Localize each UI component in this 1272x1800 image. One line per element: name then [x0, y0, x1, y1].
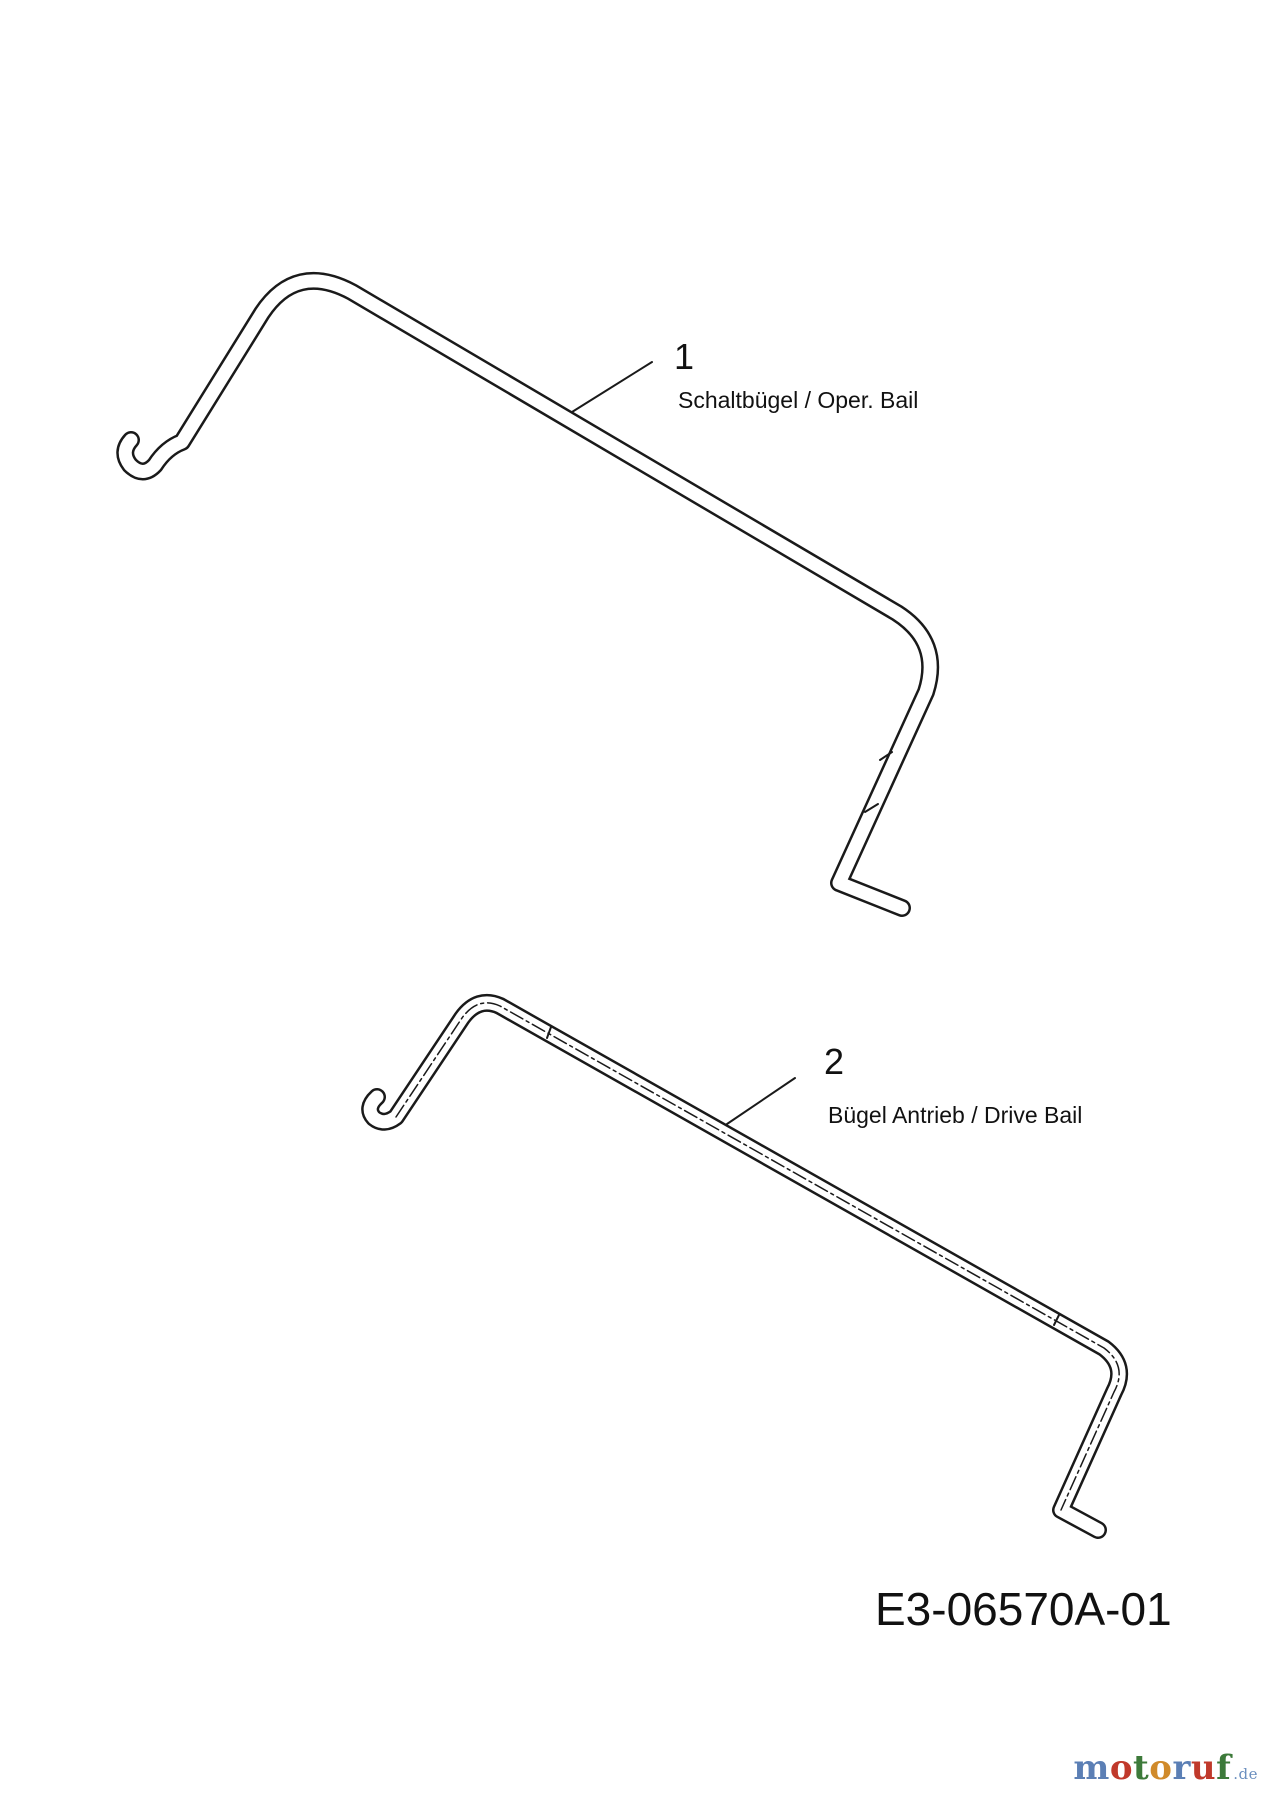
part-2-number: 2	[824, 1041, 845, 1082]
oper-bail-outer	[116, 271, 940, 917]
drive-bail-inner	[363, 996, 1126, 1537]
watermark-letter: r	[1172, 1748, 1191, 1788]
oper-bail-inner	[118, 274, 937, 915]
watermark-letters: motoruf	[1073, 1748, 1231, 1788]
part-2-label: Bügel Antrieb / Drive Bail	[828, 1102, 1083, 1128]
drive-bail-joint	[1053, 1314, 1060, 1326]
watermark-letter: o	[1109, 1748, 1134, 1788]
watermark-letter: m	[1073, 1748, 1110, 1788]
drive-bail-leader	[726, 1077, 796, 1125]
motoruf-watermark: motoruf.de	[1073, 1748, 1258, 1788]
oper-bail-drawing	[116, 271, 940, 917]
oper-bail-leader	[571, 361, 653, 413]
part-1-number: 1	[674, 336, 695, 377]
watermark-letter: o	[1149, 1748, 1173, 1788]
watermark-letter: f	[1216, 1748, 1232, 1788]
watermark-letter: t	[1133, 1748, 1150, 1788]
drive-bail-drawing	[361, 994, 1129, 1539]
drive-bail-centerline	[395, 1002, 1120, 1511]
oper-bail-joint	[864, 803, 879, 813]
watermark-letter: u	[1190, 1748, 1217, 1788]
drawing-id: E3-06570A-01	[875, 1583, 1172, 1635]
drive-bail-joint	[546, 1026, 552, 1039]
watermark-tld: .de	[1233, 1765, 1258, 1783]
oper-bail-joint	[879, 751, 893, 761]
part-1-label: Schaltbügel / Oper. Bail	[678, 387, 919, 413]
drive-bail-outer	[361, 994, 1129, 1539]
